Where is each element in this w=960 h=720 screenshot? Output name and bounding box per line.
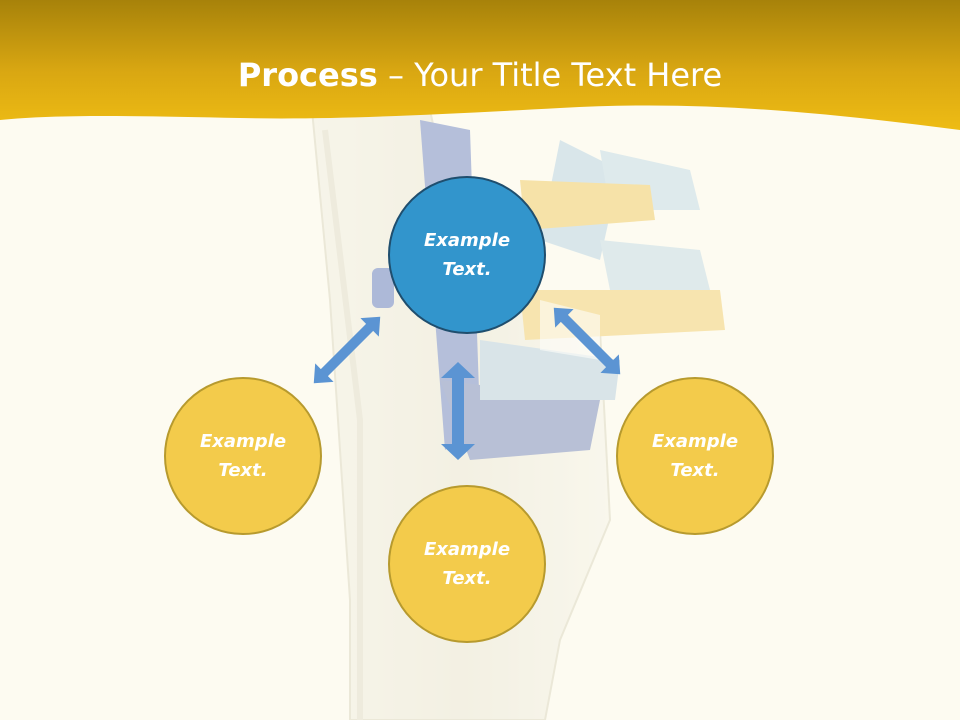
title-rest: – Your Title Text Here	[377, 56, 723, 94]
node-left[interactable]: Example Text.	[164, 377, 322, 535]
slide-title: Process – Your Title Text Here	[0, 52, 960, 98]
node-right-label: Example Text.	[651, 431, 739, 481]
node-right[interactable]: Example Text.	[616, 377, 774, 535]
node-top-label: Example Text.	[423, 230, 511, 280]
arrows	[313, 307, 621, 460]
title-bold: Process	[237, 56, 378, 94]
arrow-top-left	[313, 316, 381, 384]
header-band	[0, 0, 960, 130]
node-top[interactable]: Example Text.	[388, 176, 546, 334]
arrow-top-right	[553, 307, 621, 375]
node-bottom[interactable]: Example Text.	[388, 485, 546, 643]
arrow-vertical	[441, 362, 475, 460]
node-left-label: Example Text.	[199, 431, 287, 481]
node-bottom-label: Example Text.	[423, 539, 511, 589]
